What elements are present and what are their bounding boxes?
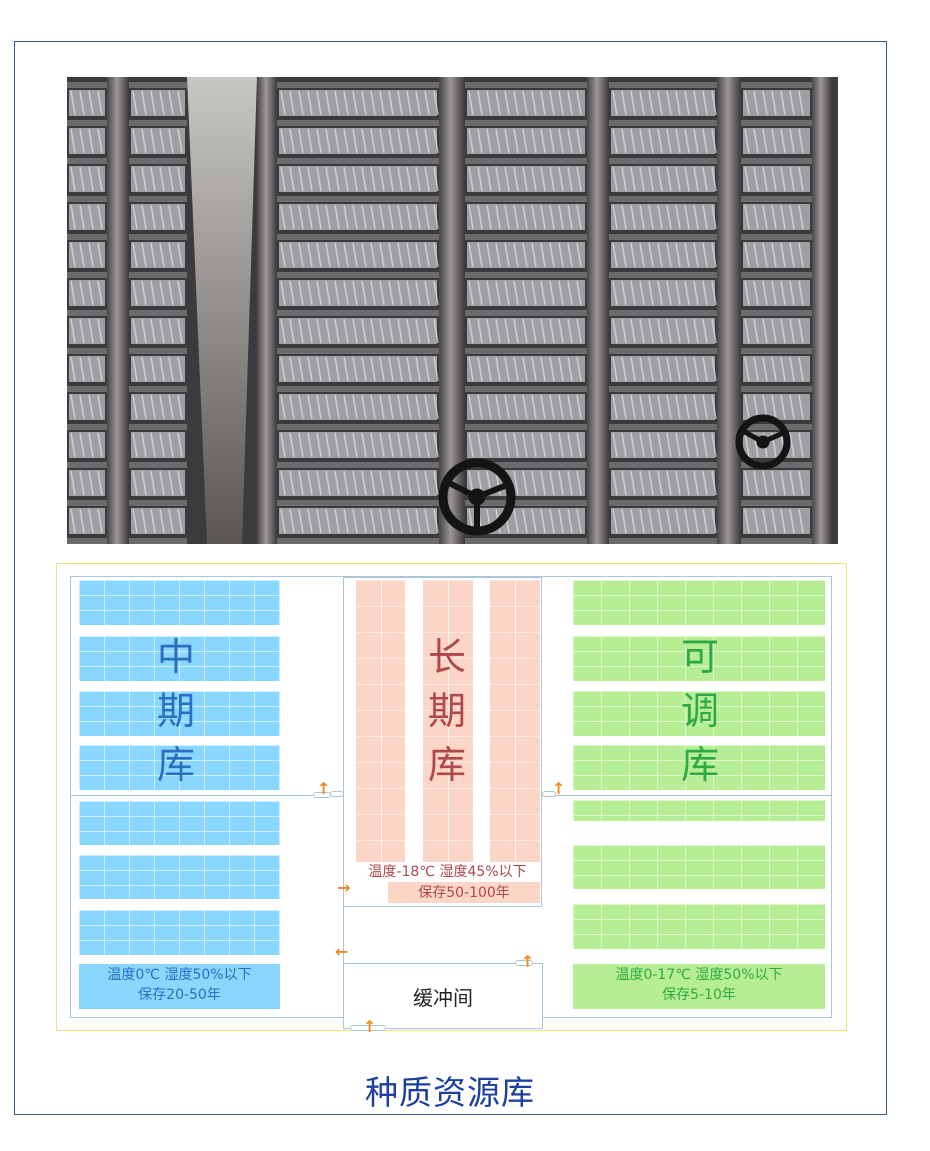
- medium-term-title-char: 中: [156, 635, 195, 679]
- figure-frame: [14, 41, 887, 1115]
- medium-term-shelf-block: [79, 910, 280, 955]
- door: [330, 791, 344, 797]
- medium-term-shelf-block: [79, 801, 280, 845]
- arrow-up-icon: ↑: [552, 779, 566, 798]
- long-term-shelf-column: [490, 580, 540, 862]
- long-term-room: [343, 577, 542, 907]
- figure-title: 种质资源库: [365, 1073, 535, 1112]
- adjustable-shelf-block: [573, 691, 825, 736]
- long-term-title-char: 期: [427, 689, 466, 733]
- medium-term-corridor-wall: [70, 795, 344, 796]
- floor-plan-outer-border: [56, 563, 847, 1031]
- medium-term-shelf-block: [79, 580, 280, 625]
- medium-term-title-char: 库: [156, 743, 195, 787]
- medium-term-shelf-block: [79, 691, 280, 736]
- adjustable-shelf-block: [573, 904, 825, 949]
- adjustable-shelf-block: [573, 580, 825, 625]
- medium-term-caption-block: [79, 964, 280, 1009]
- medium-term-shelf-block: [79, 855, 280, 899]
- medium-term-storage-period: 保存20-50年: [138, 987, 221, 1003]
- door: [542, 791, 556, 797]
- buffer-corridor-wall: [343, 907, 344, 963]
- long-term-shelf-column: [356, 580, 405, 862]
- medium-term-shelf-block: [79, 745, 280, 790]
- arrow-up-icon: ↑: [521, 952, 535, 971]
- long-term-title-char: 长: [427, 635, 466, 679]
- seed-storage-photo: [67, 77, 838, 544]
- adjustable-title-char: 可: [680, 635, 719, 679]
- adjustable-title-char: 库: [680, 743, 719, 787]
- adjustable-corridor-wall: [542, 795, 832, 796]
- adjustable-storage-period: 保存5-10年: [662, 987, 736, 1003]
- arrow-up-icon: ↑: [363, 1017, 377, 1036]
- adjustable-shelf-block: [573, 800, 825, 821]
- long-term-storage-period: 保存50-100年: [418, 885, 510, 901]
- adjustable-shelf-block: [573, 845, 825, 889]
- adjustable-caption-block: [573, 964, 825, 1009]
- door: [515, 960, 533, 966]
- long-term-title-char: 库: [427, 743, 466, 787]
- arrow-up-icon: ↑: [317, 779, 331, 798]
- long-term-shelf-column: [423, 580, 473, 862]
- arrow-left-icon: ←: [335, 942, 349, 961]
- adjustable-shelf-block: [573, 745, 825, 790]
- buffer-room-label: 缓冲间: [413, 985, 473, 1010]
- medium-term-title-char: 期: [156, 689, 195, 733]
- adjustable-shelf-block: [573, 636, 825, 681]
- medium-term-conditions: 温度0℃ 湿度50%以下: [107, 967, 252, 983]
- buffer-room: 缓冲间: [343, 963, 543, 1029]
- door: [350, 1025, 386, 1031]
- medium-term-shelf-block: [79, 636, 280, 681]
- arrow-right-icon: →: [337, 878, 351, 897]
- long-term-conditions: 温度-18℃ 湿度45%以下: [368, 864, 527, 880]
- adjustable-conditions: 温度0-17℃ 湿度50%以下: [615, 967, 783, 983]
- long-term-caption-block: [388, 882, 540, 903]
- adjustable-title-char: 调: [680, 689, 719, 733]
